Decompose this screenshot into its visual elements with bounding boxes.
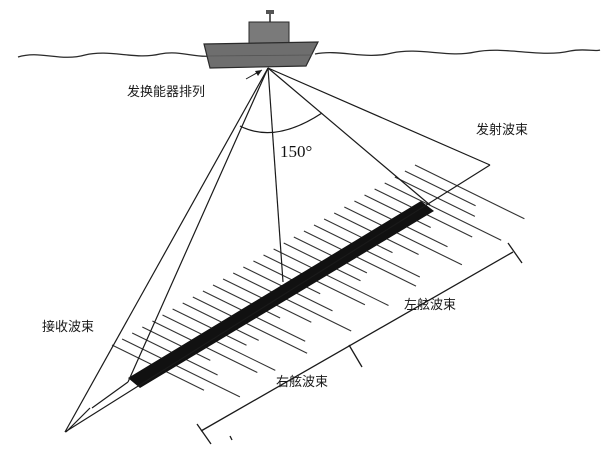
hatch-line: [172, 308, 247, 346]
hatch-line: [323, 218, 393, 254]
beam-fan: [64, 67, 491, 433]
hatch-line: [232, 272, 352, 332]
hatch-line: [384, 182, 502, 241]
hatch-line: [364, 194, 431, 228]
hatch-line: [293, 236, 368, 274]
label-starboard-beam: 右舷波束: [276, 374, 328, 390]
beam-angle-arc: [239, 112, 323, 134]
hatch-line: [253, 260, 321, 295]
hatch-line: [142, 326, 211, 361]
label-transducer-array: 发换能器排列: [127, 84, 205, 100]
hatch-line: [182, 302, 259, 341]
hatch-line: [121, 338, 241, 398]
hatch-line: [414, 164, 525, 220]
sea-surface: [17, 49, 601, 58]
hatch-line: [303, 230, 417, 287]
hatch-line: [192, 296, 308, 354]
label-receive-beam: 接收波束: [42, 319, 94, 335]
hatch-line: [404, 170, 476, 207]
dimension-lines: [196, 242, 523, 445]
transducer-arrow-icon: [245, 69, 263, 80]
hatch-line: [212, 284, 281, 319]
hatch-line: [394, 176, 476, 217]
hatch-line: [273, 248, 389, 306]
ship-icon: [203, 10, 319, 69]
hatch-line: [162, 314, 276, 371]
label-beam-angle: 150°: [280, 142, 312, 161]
label-port-beam: 左舷波束: [404, 297, 456, 313]
hatch-line: [344, 206, 463, 266]
label-transmit-beam: 发射波束: [476, 122, 528, 138]
